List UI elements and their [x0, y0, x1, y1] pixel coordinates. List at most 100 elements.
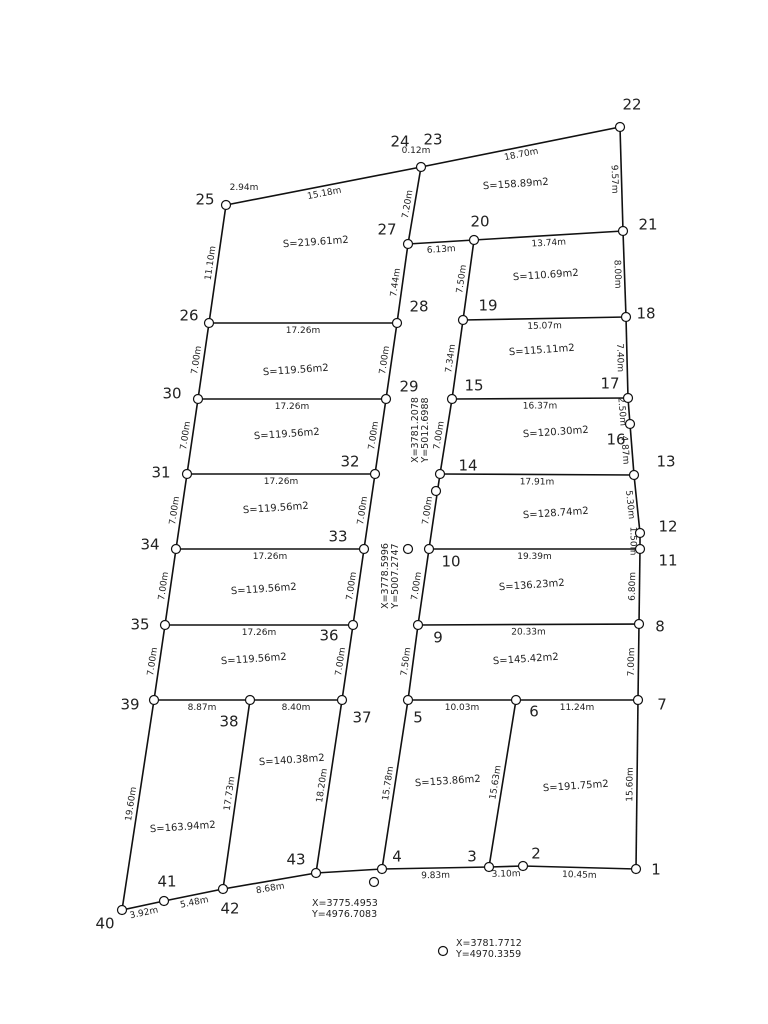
- boundary-segment-26-25: [208, 204, 227, 324]
- segment-length-label: 8.40m: [282, 703, 311, 713]
- point-label-15: 15: [464, 377, 483, 395]
- segment-length-label: 17.26m: [286, 326, 321, 336]
- segment-length-label: 15.07m: [527, 321, 562, 332]
- point-label-24: 24: [390, 133, 409, 151]
- segment-length-label: 8.87m: [188, 703, 217, 713]
- segment-length-label: 7.34m: [444, 344, 458, 374]
- segment-length-label: 7.00m: [627, 647, 637, 676]
- boundary-segment-3-4: [381, 866, 490, 870]
- survey-point-20: [468, 234, 480, 246]
- segment-length-label: 6.13m: [427, 244, 456, 256]
- point-label-32: 32: [340, 453, 359, 471]
- boundary-segment-32-33: [363, 473, 376, 550]
- boundary-segment-25-23: [225, 166, 422, 206]
- survey-point-4: [376, 863, 388, 875]
- segment-length-label: 7.00m: [356, 496, 370, 526]
- segment-length-label: 10.03m: [445, 703, 480, 713]
- survey-point-33: [358, 543, 370, 555]
- survey-point-41: [158, 895, 170, 907]
- segment-length-label: 9.57m: [609, 165, 620, 194]
- segment-length-label: 11.10m: [204, 245, 219, 281]
- boundary-segment-20-19: [462, 239, 475, 321]
- boundary-segment-19-18: [462, 316, 627, 321]
- benchmark-y: Y=4970.3359: [455, 949, 521, 960]
- survey-point-27: [402, 238, 414, 250]
- boundary-segment-7-1: [635, 699, 639, 870]
- boundary-segment-14-13: [439, 473, 635, 476]
- point-label-6: 6: [529, 703, 539, 721]
- segment-length-label: 3.10m: [492, 869, 521, 880]
- segment-length-label: 7.00m: [157, 571, 171, 601]
- survey-point-35: [159, 619, 171, 631]
- segment-length-label: 17.91m: [520, 477, 555, 487]
- point-label-36: 36: [319, 627, 338, 645]
- boundary-segment-30-26: [197, 322, 210, 400]
- segment-length-label: 7.00m: [190, 345, 204, 375]
- boundary-segment-29-32: [374, 398, 387, 475]
- survey-points: [116, 121, 646, 916]
- segment-length-label: 17.26m: [253, 552, 288, 562]
- segment-length-label: 13.74m: [531, 237, 566, 249]
- survey-point-14: [434, 468, 446, 480]
- point-label-11: 11: [658, 552, 677, 570]
- segment-length-label: 6.80m: [628, 572, 638, 601]
- point-label-35: 35: [130, 616, 149, 634]
- point-label-5: 5: [413, 709, 423, 727]
- segment-length-label: 1.50m: [628, 527, 638, 556]
- segment-length-label: 17.26m: [275, 402, 310, 412]
- boundary-segment-19-15: [451, 319, 464, 400]
- boundary-segment-23-27: [407, 166, 422, 245]
- segment-length-label: 20.33m: [511, 627, 546, 637]
- segment-length-label: 7.40m: [614, 343, 625, 372]
- parcel-area-label: S=119.56m2: [254, 427, 320, 443]
- boundary-segment-27-28: [396, 243, 409, 324]
- point-label-2: 2: [531, 845, 541, 863]
- segment-length-label: 17.73m: [223, 776, 238, 812]
- boundary-segment-15-17: [451, 397, 629, 400]
- survey-point-30: [192, 393, 204, 405]
- survey-point-9: [412, 619, 424, 631]
- parcel-area-labels: S=219.61m2S=119.56m2S=119.56m2S=119.56m2…: [150, 177, 609, 836]
- survey-point-12: [634, 527, 646, 539]
- point-label-42: 42: [220, 900, 239, 918]
- survey-point-1: [630, 863, 642, 875]
- boundary-segment-38-42: [222, 699, 251, 890]
- segment-length-label: 7.00m: [378, 345, 392, 375]
- boundary-lines: [121, 126, 641, 911]
- survey-point-15: [446, 393, 458, 405]
- parcel-area-label: S=115.11m2: [509, 343, 575, 359]
- point-label-31: 31: [151, 464, 170, 482]
- parcel-area-label: S=119.56m2: [221, 652, 287, 668]
- point-label-3: 3: [467, 848, 477, 866]
- point-label-43: 43: [286, 851, 305, 869]
- boundary-segment-6-3: [488, 699, 517, 868]
- survey-point-10: [423, 543, 435, 555]
- segment-length-label: 7.00m: [168, 496, 182, 526]
- boundary-segment-1-2: [522, 865, 637, 870]
- point-label-41: 41: [157, 873, 176, 891]
- segment-length-label: 11.24m: [560, 703, 595, 713]
- segment-length-label: 10.45m: [562, 870, 597, 881]
- segment-length-label: 7.00m: [179, 421, 193, 451]
- point-label-17: 17: [600, 375, 619, 393]
- boundary-segment-34-31: [175, 473, 188, 550]
- parcel-area-label: S=119.56m2: [243, 501, 309, 517]
- boundary-segment-11-8: [638, 548, 641, 625]
- parcel-area-label: S=110.69m2: [513, 268, 579, 284]
- survey-point-37: [336, 694, 348, 706]
- survey-point-19: [457, 314, 469, 326]
- segment-length-label: 7.50m: [455, 264, 469, 294]
- parcel-area-label: S=119.56m2: [231, 582, 297, 598]
- segment-length-label: 16.37m: [523, 401, 558, 411]
- survey-point-29: [380, 393, 392, 405]
- point-label-39: 39: [120, 696, 139, 714]
- segment-length-label: 15.60m: [625, 767, 635, 802]
- parcel-area-label: S=158.89m2: [483, 177, 549, 193]
- boundary-segment-39-35: [153, 624, 166, 701]
- point-label-7: 7: [657, 696, 667, 714]
- parcel-area-label: S=153.86m2: [415, 774, 481, 790]
- boundary-segment-20-21: [473, 230, 624, 241]
- survey-point-3: [483, 861, 495, 873]
- survey-point-5: [402, 694, 414, 706]
